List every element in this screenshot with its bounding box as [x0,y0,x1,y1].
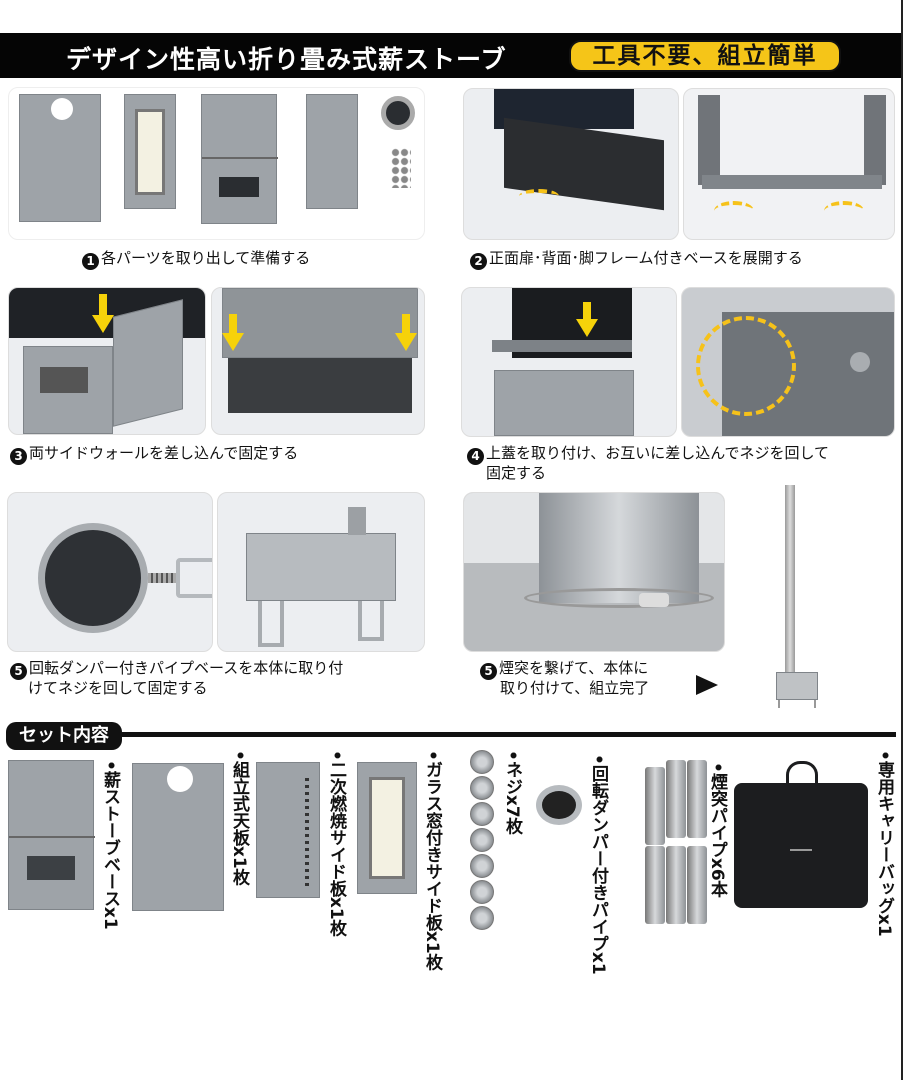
step3-image-right [211,287,425,435]
numbered-circle-icon: 3 [10,448,27,465]
screw-icon [470,828,494,852]
step2-image-left [463,88,679,240]
top-plate [19,94,101,222]
numbered-circle-icon: 2 [470,253,487,270]
assembled-stove-chimney [785,485,795,675]
step3-image-left [8,287,206,435]
step5-image-chimney [463,492,725,652]
screw-icon [470,880,494,904]
secondary-burn-panel [306,94,358,209]
pipe-icon [666,760,686,838]
step2-image-right [683,88,895,240]
step4-caption-line2: 固定する [486,464,547,482]
item-chimney-pipes-label: •煙突パイプx6本 [707,762,727,898]
pipe-icon [687,846,707,924]
numbered-circle-icon: 5 [480,663,497,680]
step5a-caption-line2: けてネジを回して固定する [28,679,208,697]
item-chimney-pipes-image [645,760,717,925]
screw-icon [470,802,494,826]
glass-side-panel [124,94,176,209]
screw-icon [470,776,494,800]
page-title: デザイン性高い折り畳み式薪ストーブ [66,45,507,74]
item-screws-label: •ネジx7枚 [502,750,522,835]
item-top-plate-image [132,763,224,911]
step4-image-right [681,287,895,437]
step4-image-left [461,287,677,437]
item-burn-panel-image [256,762,320,898]
numbered-circle-icon: 4 [467,448,484,465]
step1-image [8,87,425,240]
item-damper-pipe-image [536,785,582,825]
stove-base [201,94,278,224]
item-carry-bag-image [734,761,868,908]
pipe-icon [687,760,707,838]
arrow-right-icon [696,675,718,695]
feature-badge: 工具不要、組立簡単 [569,40,841,72]
screw-icon [470,906,494,930]
pipe-icon [645,767,665,845]
item-stove-base-label: •薪ストーブベースx1 [100,760,120,930]
screw-icon [470,854,494,878]
pipe-icon [666,846,686,924]
screw-icon [470,750,494,774]
page-edge [901,0,903,1080]
step5-image-right [217,492,425,652]
contents-heading: セット内容 [6,722,122,750]
item-screws-image [470,750,496,930]
item-stove-base-image [8,760,95,910]
item-burn-panel-label: •二次燃焼サイド板x1枚 [326,750,346,937]
numbered-circle-icon: 5 [10,663,27,680]
screws [391,148,411,188]
damper-pipe [381,96,415,130]
numbered-circle-icon: 1 [82,253,99,270]
step5b-caption-line2: 取り付けて、組立完了 [500,679,650,697]
assembled-stove-legs [778,700,816,708]
item-top-plate-label: •組立式天板x1枚 [229,750,249,886]
item-carry-bag-label: •専用キャリーバッグx1 [874,750,894,937]
item-damper-pipe-label: •回転ダンパー付きパイプx1 [588,754,608,975]
item-glass-panel-label: •ガラス窓付きサイド板x1枚 [422,750,442,971]
item-glass-panel-image [357,762,417,894]
pipe-icon [645,846,665,924]
assembled-stove-body [776,672,818,700]
contents-divider [118,732,896,737]
step5-image-left [7,492,213,652]
